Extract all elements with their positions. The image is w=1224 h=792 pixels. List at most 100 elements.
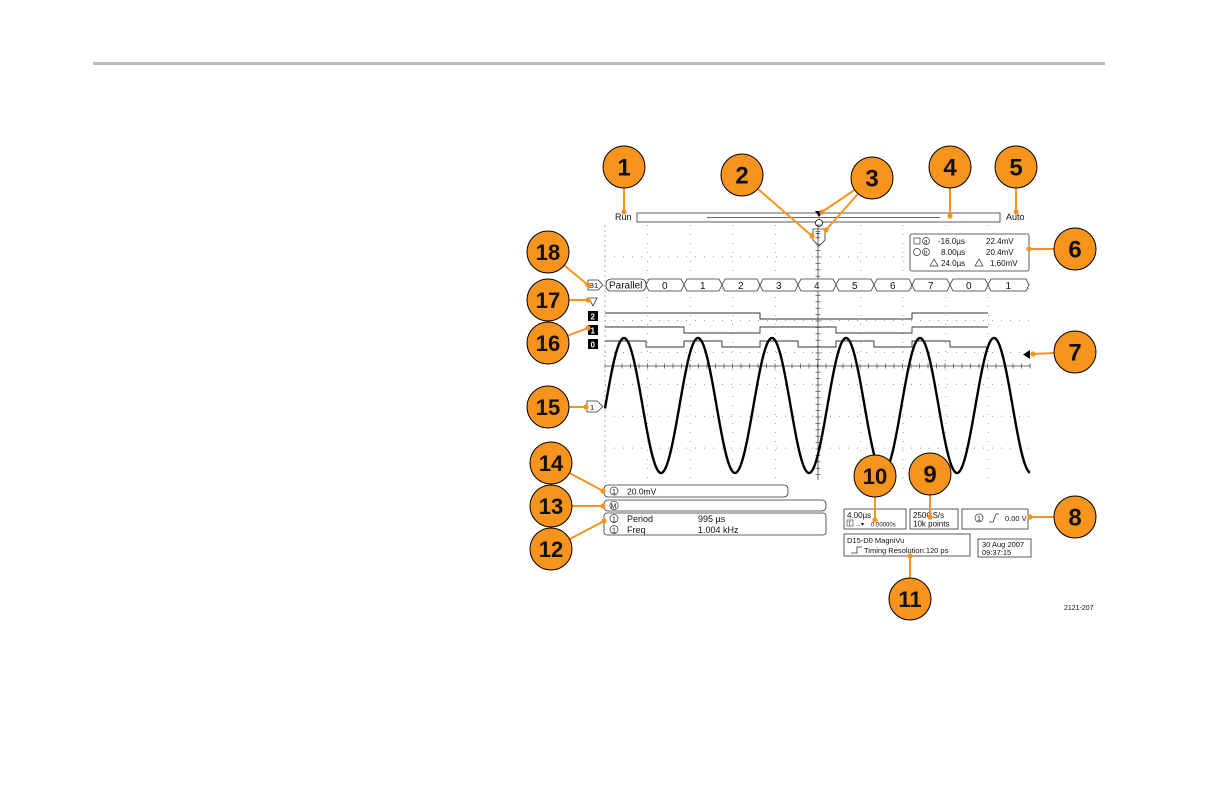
bus-value: 2 — [738, 281, 744, 292]
bus-value: 3 — [776, 281, 782, 292]
callout-6 — [1053, 227, 1097, 271]
callout-number: 12 — [539, 537, 563, 562]
callout-leader-dot — [583, 404, 589, 410]
channel-circle-icon — [609, 486, 619, 496]
bus-segment — [987, 278, 1030, 292]
math-circle-icon — [609, 500, 619, 511]
callout-number: 14 — [539, 451, 564, 476]
bus-value: 1 — [700, 281, 706, 292]
cursor-a-volts: 22.4mV — [986, 237, 1014, 246]
header-rule — [93, 62, 1105, 65]
callout-leader-dot — [585, 325, 591, 331]
measurement-freq-value: 1.004 kHz — [698, 525, 739, 535]
callout-leader-dot — [585, 297, 591, 303]
callout-leader-dot — [1030, 351, 1036, 357]
time: 09:37:15 — [982, 548, 1011, 557]
callout-leader-dot — [872, 517, 878, 523]
callout-13 — [529, 484, 573, 528]
bus-value: 7 — [928, 281, 934, 292]
channel1-waveform — [603, 336, 1031, 475]
callout-number: 7 — [1068, 340, 1081, 367]
callout-number: 17 — [536, 288, 560, 313]
callout-leader-dot — [585, 282, 591, 288]
channel1-readout: 1 20.0mV — [603, 484, 789, 498]
measurement-freq-name: Freq — [627, 525, 646, 535]
callout-number: 3 — [865, 166, 878, 193]
callout-number: 1 — [617, 155, 630, 182]
callout-leader-dot — [600, 503, 606, 509]
svg-text:T: T — [848, 521, 851, 527]
cursor-a-circle-icon — [922, 237, 930, 245]
callout-leader-dot — [1027, 514, 1033, 520]
bus-value: 1 — [1006, 281, 1012, 292]
bus-type: Parallel — [609, 281, 642, 292]
callout-number: 18 — [536, 240, 560, 265]
graticule — [604, 224, 1031, 480]
figure-id: 2121-207 — [1064, 605, 1094, 612]
cursor-readout: a -16.0µs 22.4mV b 8.00µs 20.4mV 24.0µs … — [909, 233, 1030, 272]
svg-text:b: b — [924, 251, 928, 257]
callout-11 — [888, 577, 932, 621]
callout-leader-dot — [1026, 246, 1032, 252]
callout-18 — [526, 230, 570, 274]
measurements-box: 1 Period 995 µs 1 Freq 1.004 kHz — [603, 512, 827, 536]
callout-leader-dot — [601, 518, 607, 524]
channel1-marker-label: 1 — [590, 403, 594, 412]
callout-leader-dot — [947, 213, 953, 219]
callout-number: 16 — [536, 331, 560, 356]
callout-14 — [529, 441, 573, 485]
callout-leader-dot — [927, 514, 933, 520]
callout-leader-dot — [809, 233, 815, 239]
bus-value: 0 — [662, 281, 668, 292]
digital-trace — [605, 340, 988, 348]
callout-leader-dot — [823, 227, 829, 233]
magnivu-readout: D15-D0 MagniVu Timing Resolution:120 ps — [843, 533, 971, 557]
callout-7 — [1053, 330, 1097, 374]
channel1-scale: 20.0mV — [627, 487, 657, 497]
bus-label-text: B1 — [589, 281, 598, 290]
svg-text:1: 1 — [612, 517, 616, 524]
datetime-readout: 30 Aug 2007 09:37:15 — [977, 538, 1032, 558]
delay-arrow-icon: →▾ — [855, 522, 864, 528]
callout-5 — [994, 145, 1038, 189]
callout-10 — [853, 454, 897, 498]
digital-trace — [605, 312, 988, 320]
callout-16 — [526, 321, 570, 365]
cursor-b-time: 8.00µs — [941, 248, 965, 257]
digital-group-icon — [588, 297, 598, 307]
callout-number: 2 — [735, 163, 748, 190]
callout-9 — [908, 452, 952, 496]
channel1-marker: 1 — [586, 400, 604, 413]
callout-1 — [602, 145, 646, 189]
callout-3 — [850, 156, 894, 200]
callout-number: 8 — [1068, 505, 1081, 532]
timing-edge-icon — [851, 546, 862, 554]
math-label: M — [611, 504, 617, 511]
digital-channel-0: 0 — [591, 341, 596, 350]
callout-number: 11 — [898, 587, 921, 612]
digital-trace — [605, 326, 988, 334]
callout-8 — [1053, 495, 1097, 539]
callout-number: 4 — [943, 155, 957, 182]
date: 30 Aug 2007 — [982, 540, 1024, 549]
callout-leader-dot — [1013, 209, 1019, 215]
cursor-delta-volts: 1.60mV — [990, 259, 1018, 268]
timing-resolution: Timing Resolution:120 ps — [864, 546, 949, 555]
measurement-period-value: 995 µs — [698, 514, 726, 524]
digital-channel-2: 2 — [591, 313, 596, 322]
callout-4 — [928, 145, 972, 189]
callout-number: 5 — [1009, 155, 1022, 182]
trigger-mode: Auto — [1006, 212, 1025, 222]
callout-number: 15 — [536, 395, 560, 420]
callout-15 — [526, 385, 570, 429]
callout-number: 10 — [863, 464, 887, 489]
record-readout: 250GS/s 10k points — [909, 508, 959, 530]
svg-text:1: 1 — [612, 489, 616, 496]
record-view-bar — [636, 211, 1001, 227]
callout-17 — [526, 278, 570, 322]
bus-value: 6 — [890, 281, 896, 292]
cursor-b-volts: 20.4mV — [986, 248, 1014, 257]
cursor-a-time: -16.0µs — [938, 237, 965, 246]
